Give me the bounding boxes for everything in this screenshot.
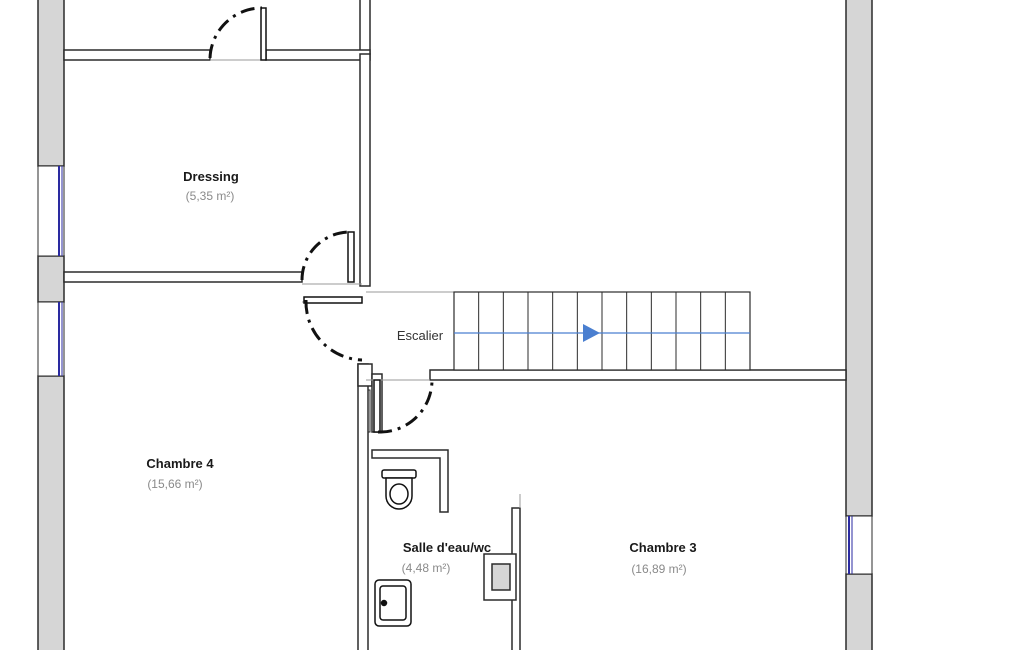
sink-icon	[374, 579, 412, 627]
left-wall-top	[37, 0, 65, 167]
door-top-room	[208, 6, 267, 61]
stair-steps	[478, 292, 726, 370]
staircase	[453, 291, 751, 371]
wc-niche-wall	[371, 449, 449, 513]
wall-top-partition-right	[359, 0, 371, 55]
windows	[37, 165, 873, 575]
wall-chambre4-right	[357, 363, 369, 650]
fixtures	[374, 469, 417, 627]
room-name-chambre-4: Chambre 4	[146, 456, 214, 471]
left-wall-bottom	[37, 375, 65, 650]
room-area-dressing: (5,35 m²)	[186, 189, 235, 203]
right-wall-top	[845, 0, 873, 517]
exterior-walls	[37, 0, 873, 650]
shaft-inner	[491, 563, 511, 591]
doors	[208, 6, 434, 434]
door-dressing	[300, 230, 355, 283]
door-chambre-4	[303, 296, 363, 362]
room-name-chambre-3: Chambre 3	[629, 540, 696, 555]
window-chambre-3	[845, 515, 873, 575]
wall-top-room-bottom-left	[63, 49, 211, 61]
window-dressing	[37, 165, 65, 257]
room-labels: Dressing (5,35 m²) Chambre 4 (15,66 m²) …	[146, 169, 696, 576]
room-name-dressing: Dressing	[183, 169, 239, 184]
right-wall-bottom	[845, 573, 873, 650]
toilet-icon	[381, 469, 417, 510]
room-area-chambre-3: (16,89 m²)	[631, 562, 686, 576]
stairs-label: Escalier	[397, 328, 444, 343]
window-chambre-4	[37, 301, 65, 377]
stair-direction-arrow-icon	[583, 324, 600, 342]
door-salle-eau	[373, 379, 434, 434]
room-area-chambre-4: (15,66 m²)	[147, 477, 202, 491]
left-wall-middle	[37, 255, 65, 303]
wall-dressing-right	[359, 53, 371, 287]
room-area-salle-eau: (4,48 m²)	[402, 561, 451, 575]
wall-chambre4-right-jog	[357, 363, 373, 387]
wall-dressing-bottom	[63, 271, 303, 283]
room-name-salle-eau: Salle d'eau/wc	[403, 540, 491, 555]
wall-top-room-bottom-right	[265, 49, 371, 61]
wall-chambre3-top	[429, 369, 847, 381]
